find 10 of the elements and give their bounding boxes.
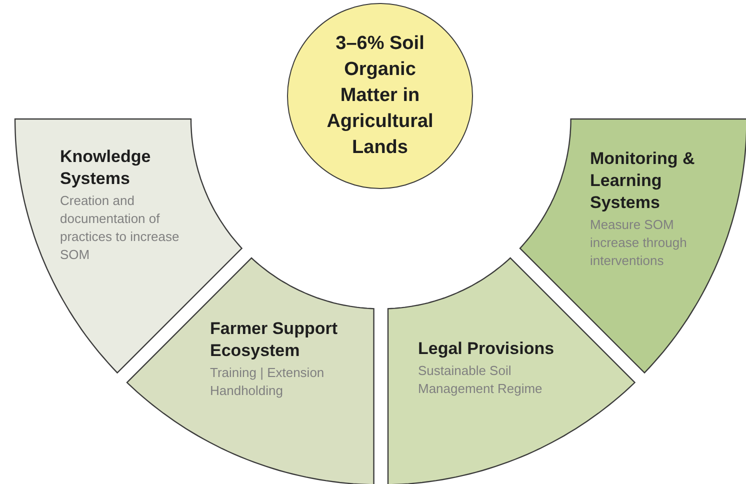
- segment-description: Sustainable Soil Management Regime: [418, 362, 544, 398]
- segment-title: Knowledge Systems: [60, 146, 152, 190]
- arc-segment: [126, 257, 375, 484]
- circle-text: 3–6% Soil Organic Matter in Agricultural Lands: [326, 32, 434, 160]
- segment-description: Training | Extension Handholding: [210, 364, 326, 400]
- segment-description: Measure SOM increase through interventions: [590, 216, 688, 270]
- segment-title: Legal Provisions: [418, 338, 556, 360]
- segment-title: Monitoring & Learning Systems: [590, 148, 696, 214]
- segment-description: Creation and documentation of practices to increase SOM: [60, 192, 180, 264]
- segment-title: Farmer Support Ecosystem: [210, 318, 339, 362]
